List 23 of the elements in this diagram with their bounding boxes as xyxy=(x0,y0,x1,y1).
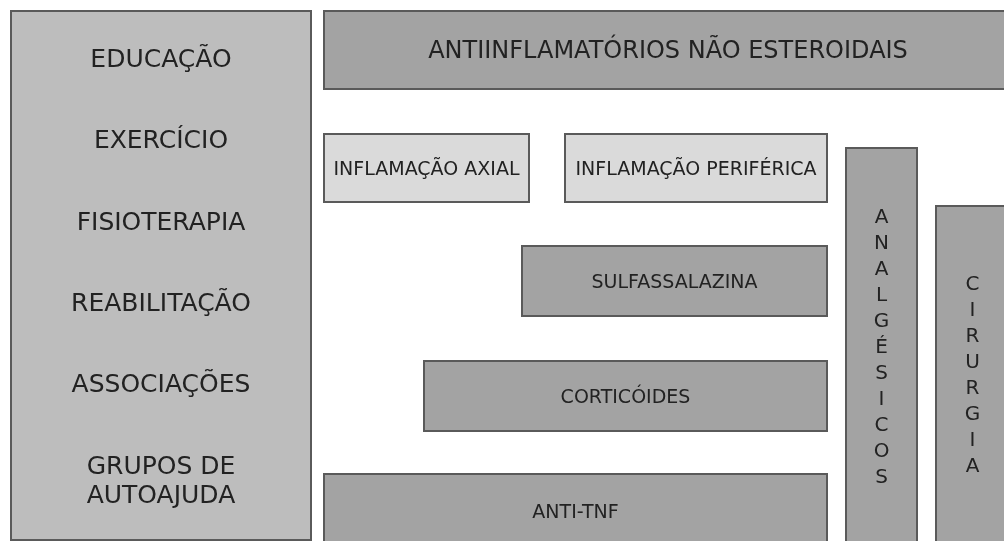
side-panel xyxy=(10,10,312,541)
box-label: ANTI-TNF xyxy=(532,499,619,522)
box-label: SULFASSALAZINA xyxy=(591,270,758,292)
vertical-box xyxy=(935,205,1004,541)
topic-text: EXERCÍCIO xyxy=(93,125,229,155)
topic-text: GRUPOS DE AUTOAJUDA xyxy=(85,450,237,509)
treatment-box xyxy=(521,245,828,317)
box-label: INFLAMAÇÃO PERIFÉRICA xyxy=(575,157,817,179)
topic-text: ASSOCIAÇÕES xyxy=(71,369,251,399)
box-label: ANALGÉSICOS xyxy=(869,204,894,490)
treatment-box xyxy=(564,133,828,203)
box-label: CORTICÓIDES xyxy=(560,385,691,407)
treatment-box xyxy=(323,133,530,203)
topic-text: EDUCAÇÃO xyxy=(90,44,232,74)
treatment-box xyxy=(323,10,1004,90)
box-label: ANTIINFLAMATÓRIOS NÃO ESTEROIDAIS xyxy=(428,36,908,64)
treatment-box xyxy=(323,473,828,541)
box-label: INFLAMAÇÃO AXIAL xyxy=(333,157,520,179)
topic-text: REABILITAÇÃO xyxy=(71,288,251,318)
treatment-box xyxy=(423,360,828,432)
topic-text: FISIOTERAPIA xyxy=(76,206,246,236)
box-label: CIRURGIA xyxy=(960,271,985,479)
vertical-box xyxy=(845,147,918,541)
